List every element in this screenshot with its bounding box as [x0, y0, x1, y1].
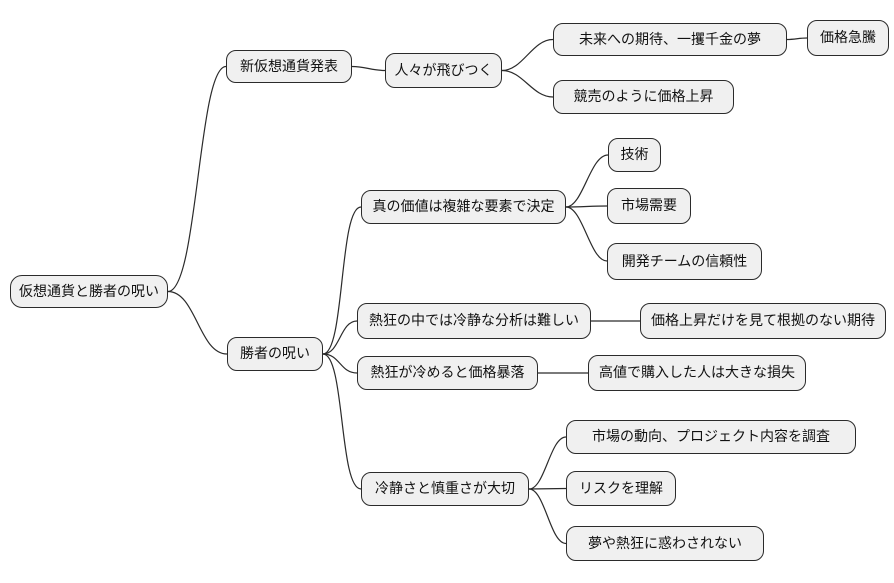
edge-true-value-to-technology: [565, 154, 609, 208]
node-dev-team-trust[interactable]: 開発チームの信頼性: [607, 243, 762, 280]
edge-root-to-announcement: [167, 65, 227, 293]
edge-calmness-to-research: [528, 436, 567, 490]
edge-curse-to-frenzy-analysis: [322, 320, 358, 355]
edge-true-value-to-team-trust: [565, 206, 608, 262]
node-not-fooled-by-dreams[interactable]: 夢や熱狂に惑わされない: [566, 526, 764, 561]
node-technology[interactable]: 技術: [608, 138, 661, 172]
node-high-price-buyers-big-loss[interactable]: 高値で購入した人は大きな損失: [588, 355, 806, 391]
edge-announcement-to-people-jump: [351, 65, 386, 72]
node-groundless-expectation[interactable]: 価格上昇だけを見て根拠のない期待: [640, 303, 886, 339]
edge-curse-to-price-crash: [322, 353, 358, 374]
edge-people-jump-to-auction: [501, 69, 554, 98]
edge-curse-to-calmness: [322, 353, 362, 490]
node-calmness-caution-important[interactable]: 冷静さと慎重さが大切: [361, 472, 529, 506]
node-market-demand[interactable]: 市場需要: [607, 188, 691, 224]
edge-people-jump-to-expectation: [501, 38, 554, 72]
node-winners-curse[interactable]: 勝者の呪い: [227, 337, 323, 371]
edge-calmness-to-not-fooled: [528, 488, 567, 545]
node-people-jump-on[interactable]: 人々が飛びつく: [385, 53, 502, 88]
node-new-crypto-announcement[interactable]: 新仮想通貨発表: [226, 50, 352, 83]
edge-expectation-to-price-surge: [786, 37, 808, 41]
edge-root-to-winners-curse: [167, 290, 228, 355]
edge-curse-to-true-value: [322, 206, 362, 355]
node-understand-risk[interactable]: リスクを理解: [566, 471, 676, 506]
node-price-surge[interactable]: 価格急騰: [807, 20, 889, 56]
node-root-crypto-winners-curse[interactable]: 仮想通貨と勝者の呪い: [10, 275, 168, 308]
node-true-value-complex-factors[interactable]: 真の価値は複雑な要素で決定: [361, 190, 566, 224]
node-calm-analysis-difficult[interactable]: 熱狂の中では冷静な分析は難しい: [357, 303, 591, 339]
node-future-expectation-dream[interactable]: 未来への期待、一攫千金の夢: [553, 23, 787, 56]
node-auction-like-price-rise[interactable]: 競売のように価格上昇: [553, 80, 734, 114]
edge-calmness-to-understand-risk: [528, 487, 567, 490]
edge-true-value-to-market-demand: [565, 205, 608, 208]
node-frenzy-cools-price-crash[interactable]: 熱狂が冷めると価格暴落: [357, 356, 538, 390]
node-research-market-project[interactable]: 市場の動向、プロジェクト内容を調査: [566, 420, 856, 454]
